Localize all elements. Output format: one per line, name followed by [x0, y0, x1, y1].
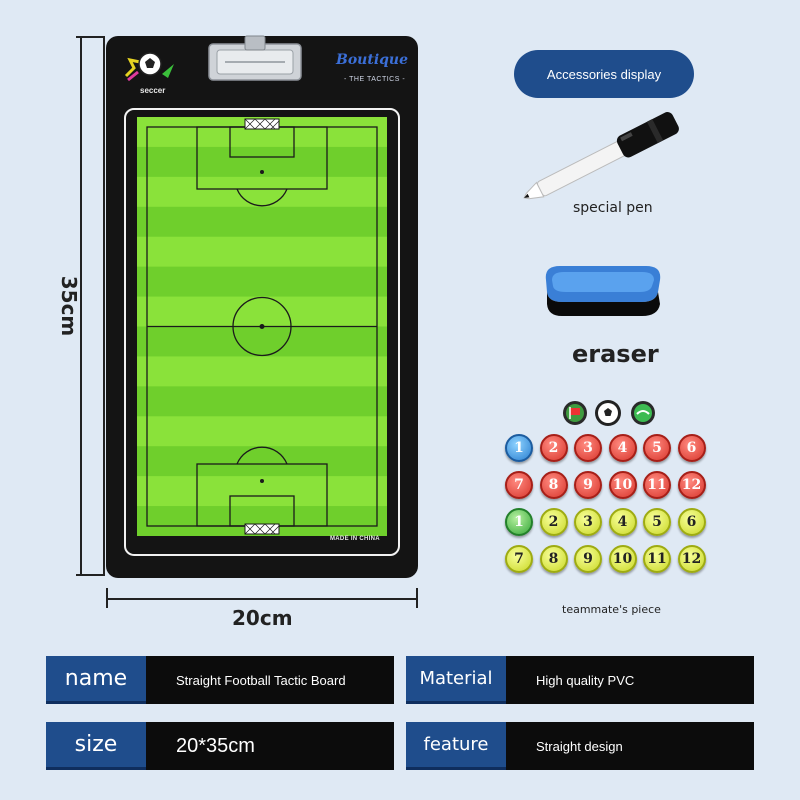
team-piece-yellow-10: 10 [608, 545, 637, 573]
spec-value-size: 20*35cm [146, 722, 394, 770]
spec-label-size: size [46, 722, 146, 770]
accessories-display-badge: Accessories display [514, 50, 694, 98]
field-stripe [137, 356, 387, 387]
team-piece-yellow-11: 11 [643, 545, 671, 573]
soccer-ball-icon [595, 400, 621, 426]
made-in-label: MADE IN CHINA [330, 536, 380, 542]
height-dimension-tick-top [76, 36, 104, 38]
field-stripe [137, 176, 387, 208]
spec-value-material: High quality PVC [506, 656, 754, 704]
marker-pen-icon [523, 112, 679, 200]
soccer-field [137, 117, 387, 536]
top-penalty-spot [260, 170, 264, 174]
team-piece-yellow-5: 5 [643, 508, 671, 536]
field-stripe [137, 416, 387, 447]
team-piece-yellow-9: 9 [574, 545, 602, 573]
spec-label-feature: feature [406, 722, 506, 770]
soccer-logo-icon [124, 52, 174, 82]
team-piece-yellow-8: 8 [539, 545, 568, 573]
team-piece-red-4: 4 [608, 434, 637, 462]
spec-value-name: Straight Football Tactic Board [146, 656, 394, 704]
flag-icon [563, 401, 587, 425]
field-stripe [137, 386, 387, 417]
height-dimension-line [103, 36, 105, 576]
field-stripe [137, 236, 387, 268]
team-piece-red-7: 7 [505, 471, 533, 499]
field-stripe [137, 206, 387, 238]
brand-subtitle: - THE TACTICS - [344, 76, 406, 83]
field-stripe [137, 446, 387, 477]
center-circle [232, 296, 292, 357]
pieces-caption: teammate's piece [562, 603, 661, 616]
team-piece-red-5: 5 [643, 434, 671, 462]
center-spot [259, 324, 265, 329]
width-dimension-tick-left [106, 588, 108, 608]
team-piece-yellow-4: 4 [608, 508, 637, 536]
height-dimension-tick-bottom [76, 574, 104, 576]
team-piece-green-1: 1 [505, 508, 533, 536]
metal-clip [208, 35, 302, 81]
height-dimension-axis [80, 36, 82, 576]
logo-text: seccer [140, 86, 166, 95]
field-stripe [137, 296, 387, 327]
brand-title: Boutique [336, 52, 409, 68]
pen-caption: special pen [573, 200, 653, 216]
width-dimension-tick-right [416, 588, 418, 608]
bottom-goal-net [244, 523, 280, 535]
height-label: 35cm [57, 275, 81, 337]
spec-label-material: Material [406, 656, 506, 704]
team-piece-red-10: 10 [608, 471, 637, 499]
field-stripes [137, 117, 387, 536]
width-label: 20cm [232, 606, 293, 630]
green-badge-icon [631, 401, 655, 425]
width-dimension-line [106, 598, 418, 600]
team-piece-red-2: 2 [539, 434, 568, 462]
bottom-penalty-arc [236, 446, 288, 465]
field-border [124, 108, 400, 556]
top-penalty-arc [236, 188, 288, 207]
eraser-icon [545, 266, 661, 316]
spec-label-name: name [46, 656, 146, 704]
team-piece-red-6: 6 [677, 434, 706, 462]
field-stripe [137, 326, 387, 357]
team-piece-red-12: 12 [677, 471, 706, 499]
top-goal-net [244, 118, 280, 130]
team-piece-red-9: 9 [574, 471, 602, 499]
field-stripe [137, 266, 387, 298]
team-piece-yellow-7: 7 [505, 545, 533, 573]
team-piece-yellow-3: 3 [574, 508, 602, 536]
bottom-penalty-spot [260, 479, 264, 483]
team-piece-blue-1: 1 [505, 434, 533, 462]
eraser-caption: eraser [572, 340, 659, 368]
team-piece-red-8: 8 [539, 471, 568, 499]
team-piece-yellow-6: 6 [677, 508, 706, 536]
team-piece-yellow-2: 2 [539, 508, 568, 536]
team-piece-yellow-12: 12 [677, 545, 706, 573]
team-piece-red-11: 11 [643, 471, 671, 499]
team-piece-red-3: 3 [574, 434, 602, 462]
spec-value-feature: Straight design [506, 722, 754, 770]
